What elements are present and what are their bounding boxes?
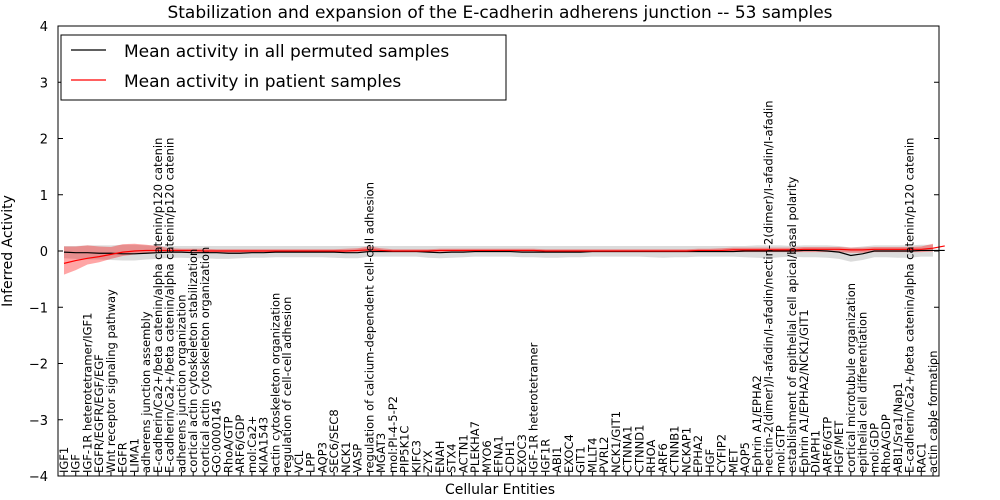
x-category-label: MLLT4 — [585, 438, 599, 474]
x-category-label: ZYX — [421, 450, 435, 473]
y-tick-label: −2 — [29, 358, 48, 373]
x-category-label: Ephrin A1/EPHA2/NCK1/GIT1 — [797, 309, 811, 473]
x-category-label: KIAA1543 — [257, 417, 271, 473]
y-tick-label: 2 — [40, 133, 48, 148]
x-category-label: MGAT3 — [374, 433, 388, 473]
x-category-label: RhoA/GTP — [221, 416, 235, 473]
x-category-label: actin cable formation — [926, 350, 940, 473]
y-tick-label: −1 — [29, 301, 48, 316]
x-category-label: ACTN1 — [456, 434, 470, 473]
x-category-label: EGFR/EGFR/EGF/EGF — [92, 354, 106, 473]
series-line-0 — [63, 249, 945, 257]
x-category-label: RHOA — [644, 440, 658, 473]
x-category-label: EFNA1 — [492, 435, 506, 473]
x-category-label: MYO6 — [480, 440, 494, 473]
x-category-label: Ephrin A1/EPHA2 — [750, 375, 764, 473]
x-category-label: mol:Ca2+ — [245, 416, 259, 473]
x-category-label: mol:PI-4-5-P2 — [386, 396, 400, 473]
x-category-label: IGF1R — [538, 439, 552, 473]
x-category-label: ARF6/GDP — [233, 415, 247, 473]
legend-box — [60, 34, 507, 101]
x-category-label: EGFR — [116, 442, 130, 473]
x-category-label: EXOC4 — [562, 434, 576, 473]
x-category-label: establishment of epithelial cell apical/… — [785, 177, 799, 473]
x-category-label: IGF-1R heterotetramer/IGF1 — [80, 313, 94, 473]
x-category-label: CTNND1 — [632, 425, 646, 473]
x-category-label: LIMA1 — [127, 438, 141, 473]
x-category-label: RAC1 — [914, 442, 928, 473]
x-category-label: Wnt receptor signaling pathway — [104, 289, 118, 473]
x-category-label: SEC6/SEC8 — [327, 409, 341, 473]
x-category-label: mol:GDP — [867, 423, 881, 473]
x-category-label: PVRL2 — [597, 436, 611, 473]
x-category-label: HGF — [703, 449, 717, 473]
y-tick-label: 4 — [40, 20, 48, 35]
x-category-label: EXOC3 — [515, 434, 529, 473]
x-category-label: E-cadherin/Ca2+/beta catenin/alpha caten… — [163, 138, 177, 473]
x-category-label: NCK1/GIT1 — [609, 411, 623, 473]
x-category-label: MET — [726, 448, 740, 473]
x-category-label: PLEKHA7 — [468, 421, 482, 473]
x-category-label: GIT1 — [574, 446, 588, 473]
x-category-label: CDH1 — [503, 440, 517, 473]
x-category-label: HGF/MET — [832, 420, 846, 473]
x-category-label: IGF-1R heterotetramer — [527, 342, 541, 473]
x-category-label: NCKAP1 — [679, 427, 693, 473]
x-category-label: STX4 — [445, 443, 459, 473]
legend: Mean activity in all permuted samples Me… — [60, 34, 507, 101]
x-category-label: IGF1 — [57, 447, 71, 473]
y-axis-title: Inferred Activity — [0, 195, 16, 307]
x-category-label: NCK1 — [339, 442, 353, 474]
x-category-label: adherens junction assembly — [139, 311, 153, 473]
x-category-label: E-cadherin/Ca2+/beta catenin/alpha caten… — [903, 138, 917, 473]
x-category-label: CYFIP2 — [715, 434, 729, 473]
x-category-label: mol:GTP — [773, 425, 787, 473]
x-category-label: PIP5K1C — [398, 426, 412, 473]
x-category-label: cortical actin cytoskeleton stabilizatio… — [186, 249, 200, 473]
y-tick-label: −3 — [29, 414, 48, 429]
x-category-label: ENAH — [433, 441, 447, 473]
x-category-label: IGF — [69, 454, 83, 473]
x-category-label: CTNNA1 — [621, 426, 635, 473]
x-category-label: cortical microtubule organization — [844, 283, 858, 473]
x-category-label: AQP3 — [315, 442, 329, 473]
x-category-label: adherens junction organization — [174, 295, 188, 473]
x-category-label: regulation of calcium-dependent cell-cel… — [362, 182, 376, 473]
x-category-label: KIFC3 — [409, 440, 423, 473]
x-category-label: VCL — [292, 450, 306, 473]
x-category-label: EPHA2 — [691, 435, 705, 473]
x-category-label: cortical actin cytoskeleton organization — [198, 247, 212, 473]
y-tick-label: 0 — [40, 245, 48, 260]
x-axis-title: Cellular Entities — [445, 482, 555, 498]
band-series-0 — [64, 244, 933, 262]
x-category-label: ABI1/Sra1/Nap1 — [891, 382, 905, 473]
x-category-label: AQP5 — [738, 442, 752, 473]
y-tick-label: 1 — [40, 189, 48, 204]
x-category-label: E-cadherin/Ca2+/beta catenin/alpha caten… — [151, 138, 165, 473]
x-category-label: epithelial cell differentiation — [856, 312, 870, 473]
x-category-label: DIAPH1 — [809, 430, 823, 473]
series-line-1 — [63, 245, 945, 264]
x-category-label: ARF6 — [656, 443, 670, 473]
legend-label-permuted: Mean activity in all permuted samples — [124, 42, 449, 62]
x-category-label: nectin-2(dimer)/I-afadin/I-afadin/nectin… — [762, 101, 776, 473]
x-category-label: CTNNB1 — [668, 426, 682, 473]
x-category-label: regulation of cell-cell adhesion — [280, 297, 294, 473]
x-category-label: actin cytoskeleton organization — [268, 293, 282, 473]
y-tick-label: 3 — [40, 76, 48, 91]
legend-label-patient: Mean activity in patient samples — [124, 72, 401, 92]
plot-frame — [57, 25, 940, 477]
x-category-label: RhoA/GDP — [879, 414, 893, 473]
x-category-label: LPP — [304, 453, 318, 473]
chart-title: Stabilization and expansion of the E-cad… — [167, 3, 832, 23]
series-lines — [63, 245, 945, 264]
x-category-label: VASP — [351, 444, 365, 473]
x-category-label: GO:0000145 — [210, 400, 224, 473]
y-tick-labels: −4 −3 −2 −1 0 1 2 3 4 — [29, 20, 48, 485]
x-category-label: ARF6/GTP — [820, 417, 834, 473]
y-tick-label: −4 — [29, 470, 48, 485]
x-category-label: ABI1 — [550, 447, 564, 473]
